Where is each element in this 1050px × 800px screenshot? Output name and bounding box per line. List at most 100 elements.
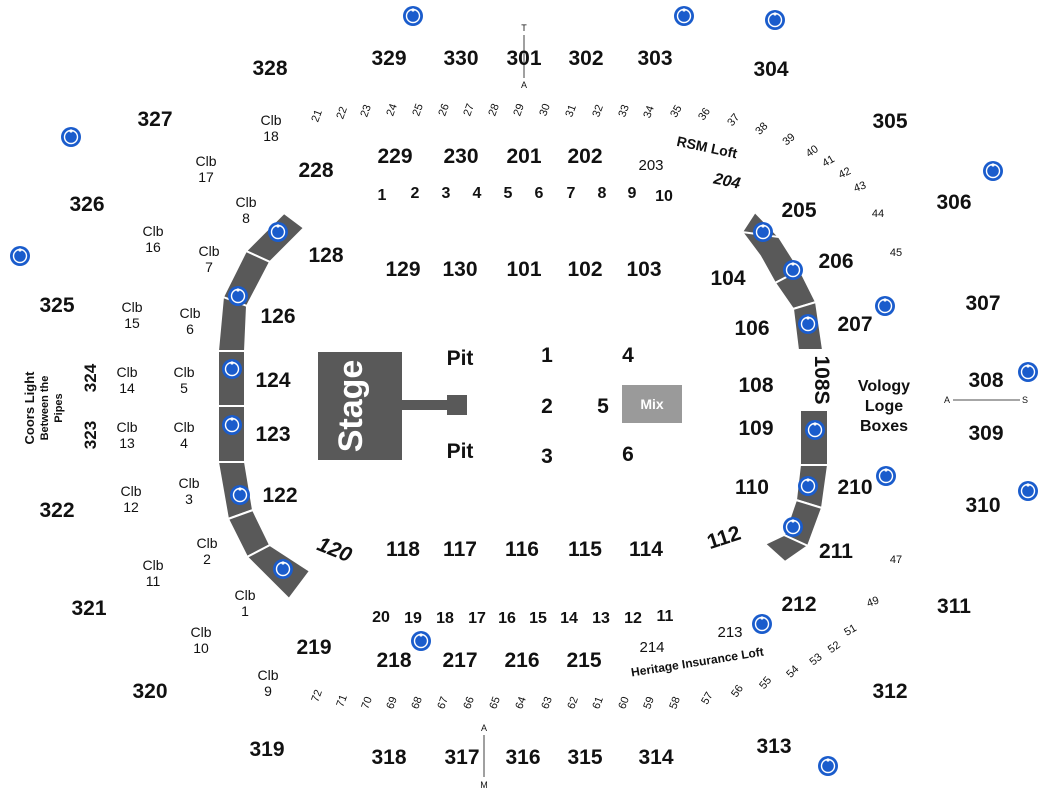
wheelchair-icon[interactable] [982,160,1004,182]
section-307[interactable]: 307 [965,292,1000,315]
section-206[interactable]: 206 [818,250,853,273]
section-204[interactable]: 204 [711,170,742,192]
section-311[interactable]: 311 [937,595,971,618]
wheelchair-icon[interactable] [875,465,897,487]
section-315[interactable]: 315 [567,746,602,769]
rsm-loft-label[interactable]: RSM Loft [675,133,739,161]
section-324[interactable]: 324 [81,363,100,392]
wheelchair-icon[interactable] [229,484,251,506]
wheelchair-icon[interactable] [804,419,826,441]
wheelchair-icon[interactable] [673,5,695,27]
section-319[interactable]: 319 [249,738,284,761]
section-316[interactable]: 316 [505,746,540,769]
section-203[interactable]: 203 [638,157,663,174]
section-116[interactable]: 116 [505,538,539,561]
suite[interactable]: 6 [535,185,544,202]
wheelchair-icon[interactable] [410,630,432,652]
section-212[interactable]: 212 [781,593,816,616]
suite[interactable]: 14 [560,610,578,627]
section-230[interactable]: 230 [443,145,478,168]
section-310[interactable]: 310 [965,494,1000,517]
section-309[interactable]: 309 [968,422,1003,445]
section-122[interactable]: 122 [262,484,297,507]
wheelchair-icon[interactable] [402,5,424,27]
section-130[interactable]: 130 [442,258,477,281]
section-329[interactable]: 329 [371,47,406,70]
vology-loge-boxes[interactable]: Vology Loge Boxes [858,378,910,435]
section-303[interactable]: 303 [637,47,672,70]
section-114[interactable]: 114 [629,538,663,561]
section-102[interactable]: 102 [567,258,602,281]
wheelchair-icon[interactable] [1017,480,1039,502]
pit-top-label[interactable]: Pit [447,347,474,370]
suite[interactable]: 8 [598,185,607,202]
wheelchair-icon[interactable] [797,475,819,497]
section-327[interactable]: 327 [137,108,172,131]
section-217[interactable]: 217 [442,649,477,672]
floor-section-1[interactable]: 1 [541,344,553,367]
wheelchair-icon[interactable] [764,9,786,31]
section-126[interactable]: 126 [260,305,295,328]
section-215[interactable]: 215 [566,649,601,672]
section-205[interactable]: 205 [781,199,816,222]
section-318[interactable]: 318 [371,746,406,769]
section-207[interactable]: 207 [837,313,872,336]
section-201[interactable]: 201 [506,145,541,168]
section-120[interactable]: 120 [314,533,355,568]
section-210[interactable]: 210 [837,476,872,499]
section-216[interactable]: 216 [504,649,539,672]
section-211[interactable]: 211 [819,540,853,563]
suite[interactable]: 11 [657,608,674,625]
wheelchair-icon[interactable] [782,516,804,538]
section-317[interactable]: 317 [444,746,479,769]
section-320[interactable]: 320 [132,680,167,703]
section-323[interactable]: 323 [81,421,100,449]
section-110[interactable]: 110 [735,476,769,499]
coors-light-pipes[interactable]: Coors Light Between the Pipes [22,371,65,445]
section-322[interactable]: 322 [39,499,74,522]
wheelchair-icon[interactable] [752,221,774,243]
wheelchair-icon[interactable] [272,558,294,580]
section-213[interactable]: 213 [717,624,742,641]
section-118[interactable]: 118 [386,538,420,561]
stage[interactable]: Stage [318,352,467,460]
suite[interactable]: 10 [655,188,673,205]
floor-section-4[interactable]: 4 [622,344,634,367]
suite[interactable]: 2 [411,185,420,202]
mix-booth[interactable]: Mix [622,385,682,423]
wheelchair-icon[interactable] [9,245,31,267]
suite[interactable]: 7 [567,185,576,202]
section-115[interactable]: 115 [568,538,602,561]
wheelchair-icon[interactable] [221,414,243,436]
wheelchair-icon[interactable] [227,285,249,307]
section-108s[interactable]: 108S [810,355,833,404]
section-124[interactable]: 124 [255,369,290,392]
section-306[interactable]: 306 [936,191,971,214]
section-104[interactable]: 104 [710,267,745,290]
section-321[interactable]: 321 [71,597,106,620]
floor-section-3[interactable]: 3 [541,445,553,468]
suite[interactable]: 16 [498,610,516,627]
wheelchair-icon[interactable] [874,295,896,317]
section-103[interactable]: 103 [626,258,661,281]
section-101[interactable]: 101 [506,258,541,281]
section-308[interactable]: 308 [968,369,1003,392]
section-328[interactable]: 328 [252,57,287,80]
floor-block[interactable] [216,295,249,352]
floor-section-5[interactable]: 5 [597,395,609,418]
section-202[interactable]: 202 [567,145,602,168]
section-312[interactable]: 312 [872,680,907,703]
